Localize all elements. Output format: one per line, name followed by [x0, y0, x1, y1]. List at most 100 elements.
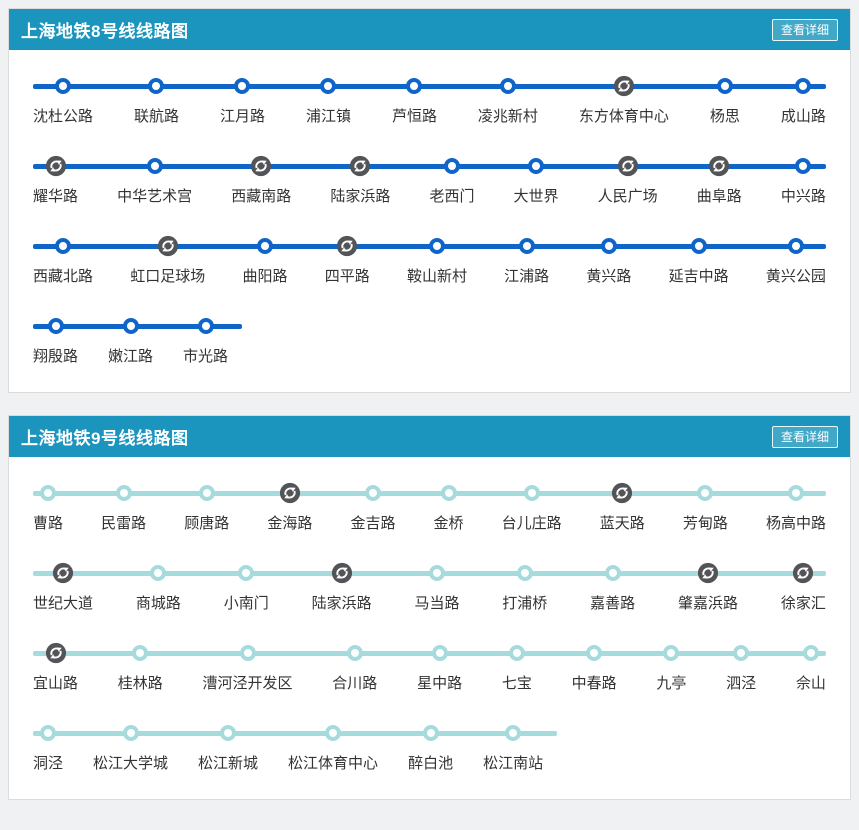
station-marker[interactable] [795, 78, 812, 94]
station-label[interactable]: 七宝 [501, 675, 532, 692]
station-marker[interactable] [499, 78, 516, 94]
station-label[interactable]: 中春路 [571, 675, 617, 692]
station-marker[interactable] [320, 78, 337, 94]
station-label[interactable]: 杨高中路 [765, 515, 826, 532]
station-label[interactable]: 醉白池 [408, 755, 454, 772]
station-marker[interactable] [523, 485, 540, 501]
station-marker[interactable] [47, 318, 64, 334]
station-label[interactable]: 耀华路 [33, 188, 79, 205]
transfer-icon[interactable] [611, 482, 633, 504]
station-label[interactable]: 曲阳路 [242, 268, 288, 285]
transfer-icon[interactable] [157, 235, 179, 257]
station-marker[interactable] [256, 238, 273, 254]
station-label[interactable]: 泗泾 [726, 675, 757, 692]
station-label[interactable]: 市光路 [183, 348, 229, 365]
station-label[interactable]: 世纪大道 [33, 595, 94, 612]
station-marker[interactable] [604, 565, 621, 581]
transfer-icon[interactable] [45, 642, 67, 664]
station-label[interactable]: 打浦桥 [502, 595, 548, 612]
station-label[interactable]: 成山路 [780, 108, 826, 125]
station-label[interactable]: 宜山路 [33, 675, 79, 692]
transfer-icon[interactable] [279, 482, 301, 504]
station-marker[interactable] [122, 725, 139, 741]
station-label[interactable]: 东方体育中心 [578, 108, 669, 125]
station-label[interactable]: 芳甸路 [682, 515, 728, 532]
station-label[interactable]: 西藏南路 [231, 188, 292, 205]
station-label[interactable]: 延吉中路 [668, 268, 729, 285]
station-marker[interactable] [787, 238, 804, 254]
station-label[interactable]: 中华艺术宫 [117, 188, 193, 205]
view-detail-button[interactable]: 查看详细 [771, 425, 838, 448]
station-label[interactable]: 小南门 [223, 595, 269, 612]
station-marker[interactable] [115, 485, 132, 501]
transfer-icon[interactable] [250, 155, 272, 177]
station-marker[interactable] [716, 78, 733, 94]
station-label[interactable]: 松江体育中心 [288, 755, 379, 772]
station-label[interactable]: 嫩江路 [108, 348, 154, 365]
station-label[interactable]: 老西门 [429, 188, 475, 205]
station-marker[interactable] [428, 238, 445, 254]
station-label[interactable]: 鞍山新村 [406, 268, 467, 285]
station-label[interactable]: 金吉路 [350, 515, 396, 532]
station-label[interactable]: 江浦路 [504, 268, 550, 285]
station-label[interactable]: 浦江镇 [305, 108, 351, 125]
station-marker[interactable] [346, 645, 363, 661]
transfer-icon[interactable] [52, 562, 74, 584]
station-marker[interactable] [150, 565, 167, 581]
transfer-icon[interactable] [617, 155, 639, 177]
transfer-icon[interactable] [613, 75, 635, 97]
transfer-icon[interactable] [45, 155, 67, 177]
station-label[interactable]: 蓝天路 [599, 515, 645, 532]
transfer-icon[interactable] [792, 562, 814, 584]
station-marker[interactable] [443, 158, 460, 174]
station-label[interactable]: 民雷路 [101, 515, 147, 532]
station-marker[interactable] [132, 645, 149, 661]
station-label[interactable]: 江月路 [219, 108, 265, 125]
station-marker[interactable] [148, 78, 165, 94]
station-marker[interactable] [197, 318, 214, 334]
station-marker[interactable] [198, 485, 215, 501]
station-marker[interactable] [528, 158, 545, 174]
station-label[interactable]: 陆家浜路 [330, 188, 391, 205]
station-marker[interactable] [428, 565, 445, 581]
station-marker[interactable] [518, 238, 535, 254]
station-label[interactable]: 合川路 [332, 675, 378, 692]
station-marker[interactable] [325, 725, 342, 741]
station-label[interactable]: 大世界 [513, 188, 559, 205]
station-marker[interactable] [516, 565, 533, 581]
station-label[interactable]: 西藏北路 [33, 268, 94, 285]
view-detail-button[interactable]: 查看详细 [771, 18, 838, 41]
station-label[interactable]: 九亭 [656, 675, 687, 692]
station-label[interactable]: 虹口足球场 [130, 268, 206, 285]
station-marker[interactable] [697, 485, 714, 501]
station-marker[interactable] [40, 485, 56, 501]
station-label[interactable]: 曹路 [33, 515, 64, 532]
station-label[interactable]: 台儿庄路 [501, 515, 562, 532]
station-marker[interactable] [431, 645, 448, 661]
station-label[interactable]: 松江南站 [483, 755, 544, 772]
station-label[interactable]: 芦恒路 [391, 108, 437, 125]
station-label[interactable]: 佘山 [795, 675, 826, 692]
station-label[interactable]: 黄兴路 [586, 268, 632, 285]
station-marker[interactable] [733, 645, 750, 661]
station-label[interactable]: 星中路 [417, 675, 463, 692]
station-marker[interactable] [122, 318, 139, 334]
station-label[interactable]: 人民广场 [597, 188, 658, 205]
station-marker[interactable] [586, 645, 603, 661]
station-label[interactable]: 嘉善路 [590, 595, 636, 612]
station-label[interactable]: 徐家汇 [780, 595, 826, 612]
station-label[interactable]: 陆家浜路 [311, 595, 372, 612]
station-label[interactable]: 曲阜路 [696, 188, 742, 205]
station-label[interactable]: 联航路 [133, 108, 179, 125]
station-label[interactable]: 商城路 [135, 595, 181, 612]
station-label[interactable]: 肇嘉浜路 [678, 595, 739, 612]
station-marker[interactable] [802, 645, 819, 661]
station-marker[interactable] [146, 158, 163, 174]
station-marker[interactable] [600, 238, 617, 254]
station-marker[interactable] [787, 485, 804, 501]
station-label[interactable]: 漕河泾开发区 [202, 675, 293, 692]
station-marker[interactable] [422, 725, 439, 741]
station-marker[interactable] [406, 78, 423, 94]
station-label[interactable]: 松江新城 [198, 755, 259, 772]
station-label[interactable]: 杨思 [709, 108, 740, 125]
